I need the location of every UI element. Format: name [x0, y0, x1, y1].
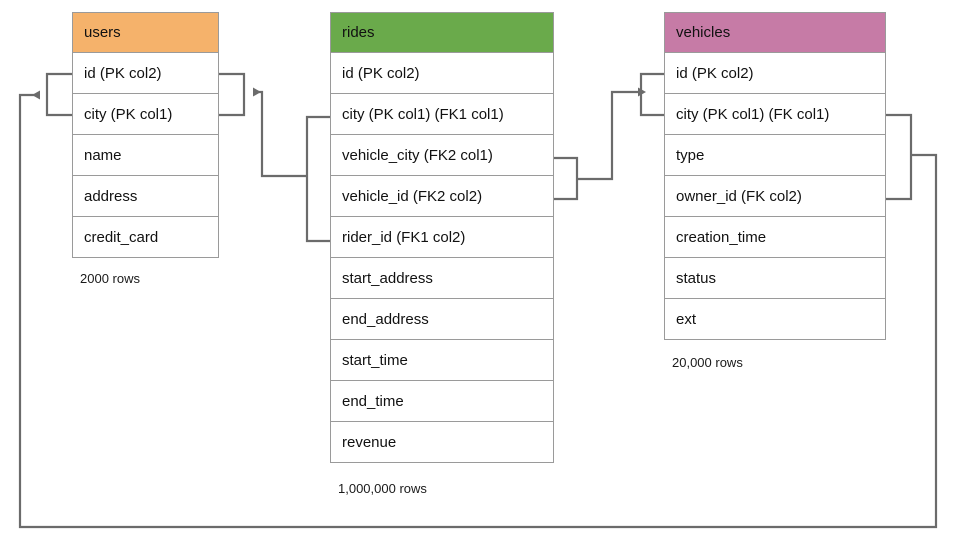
rides-right-bracket — [554, 156, 579, 201]
column-label: id (PK col2) — [676, 64, 754, 82]
column-label: end_address — [342, 310, 429, 328]
table-rides-column-end-address[interactable]: end_address — [330, 299, 554, 340]
table-rides-title: rides — [342, 24, 375, 41]
table-users-column-name[interactable]: name — [72, 135, 219, 176]
column-label: city (PK col1) (FK1 col1) — [342, 105, 504, 123]
table-users-column-id[interactable]: id (PK col2) — [72, 53, 219, 94]
table-rides-column-vehicle-id[interactable]: vehicle_id (FK2 col2) — [330, 176, 554, 217]
column-label: status — [676, 269, 717, 287]
table-vehicles-column-owner-id[interactable]: owner_id (FK col2) — [664, 176, 886, 217]
rides-left-bracket — [305, 115, 330, 243]
table-vehicles-column-type[interactable]: type — [664, 135, 886, 176]
column-label: vehicle_id (FK2 col2) — [342, 187, 483, 205]
table-vehicles-row-count: 20,000 rows — [672, 355, 743, 370]
table-rides-row-count: 1,000,000 rows — [338, 481, 427, 496]
table-rides-column-start-address[interactable]: start_address — [330, 258, 554, 299]
table-rides-column-vehicle-city[interactable]: vehicle_city (FK2 col1) — [330, 135, 554, 176]
table-vehicles-column-ext[interactable]: ext — [664, 299, 886, 340]
vehicles-left-bracket — [639, 72, 664, 117]
column-label: id (PK col2) — [342, 64, 420, 82]
table-rides-column-end-time[interactable]: end_time — [330, 381, 554, 422]
table-rides-column-rider-id[interactable]: rider_id (FK1 col2) — [330, 217, 554, 258]
table-rides[interactable]: rides id (PK col2) city (PK col1) (FK1 c… — [330, 12, 554, 463]
table-rides-column-start-time[interactable]: start_time — [330, 340, 554, 381]
table-rides-header: rides — [330, 12, 554, 53]
column-label: start_time — [342, 351, 408, 369]
table-vehicles[interactable]: vehicles id (PK col2) city (PK col1) (FK… — [664, 12, 886, 340]
column-label: name — [84, 146, 122, 164]
table-users-header: users — [72, 12, 219, 53]
table-users[interactable]: users id (PK col2) city (PK col1) name a… — [72, 12, 219, 258]
users-left-bracket — [45, 72, 72, 117]
column-label: ext — [676, 310, 697, 328]
table-rides-column-id[interactable]: id (PK col2) — [330, 53, 554, 94]
table-users-column-credit-card[interactable]: credit_card — [72, 217, 219, 258]
table-users-title: users — [84, 24, 121, 41]
link-rides-to-vehicles — [577, 87, 646, 181]
column-label: owner_id (FK col2) — [676, 187, 802, 205]
table-vehicles-column-id[interactable]: id (PK col2) — [664, 53, 886, 94]
table-users-column-city[interactable]: city (PK col1) — [72, 94, 219, 135]
column-label: creation_time — [676, 228, 767, 246]
table-vehicles-column-creation-time[interactable]: creation_time — [664, 217, 886, 258]
table-rides-column-city[interactable]: city (PK col1) (FK1 col1) — [330, 94, 554, 135]
column-label: credit_card — [84, 228, 159, 246]
vehicles-right-bracket — [886, 113, 913, 201]
column-label: id (PK col2) — [84, 64, 162, 82]
column-label: start_address — [342, 269, 433, 287]
link-rides-to-users — [253, 87, 307, 178]
table-vehicles-title: vehicles — [676, 24, 731, 41]
column-label: vehicle_city (FK2 col1) — [342, 146, 493, 164]
table-users-row-count: 2000 rows — [80, 271, 140, 286]
column-label: address — [84, 187, 138, 205]
table-vehicles-header: vehicles — [664, 12, 886, 53]
column-label: type — [676, 146, 705, 164]
table-users-column-address[interactable]: address — [72, 176, 219, 217]
table-vehicles-column-city[interactable]: city (PK col1) (FK col1) — [664, 94, 886, 135]
users-right-bracket — [219, 72, 246, 117]
table-vehicles-column-status[interactable]: status — [664, 258, 886, 299]
column-label: rider_id (FK1 col2) — [342, 228, 466, 246]
column-label: city (PK col1) (FK col1) — [676, 105, 830, 123]
column-label: end_time — [342, 392, 404, 410]
column-label: revenue — [342, 433, 397, 451]
column-label: city (PK col1) — [84, 105, 173, 123]
table-rides-column-revenue[interactable]: revenue — [330, 422, 554, 463]
